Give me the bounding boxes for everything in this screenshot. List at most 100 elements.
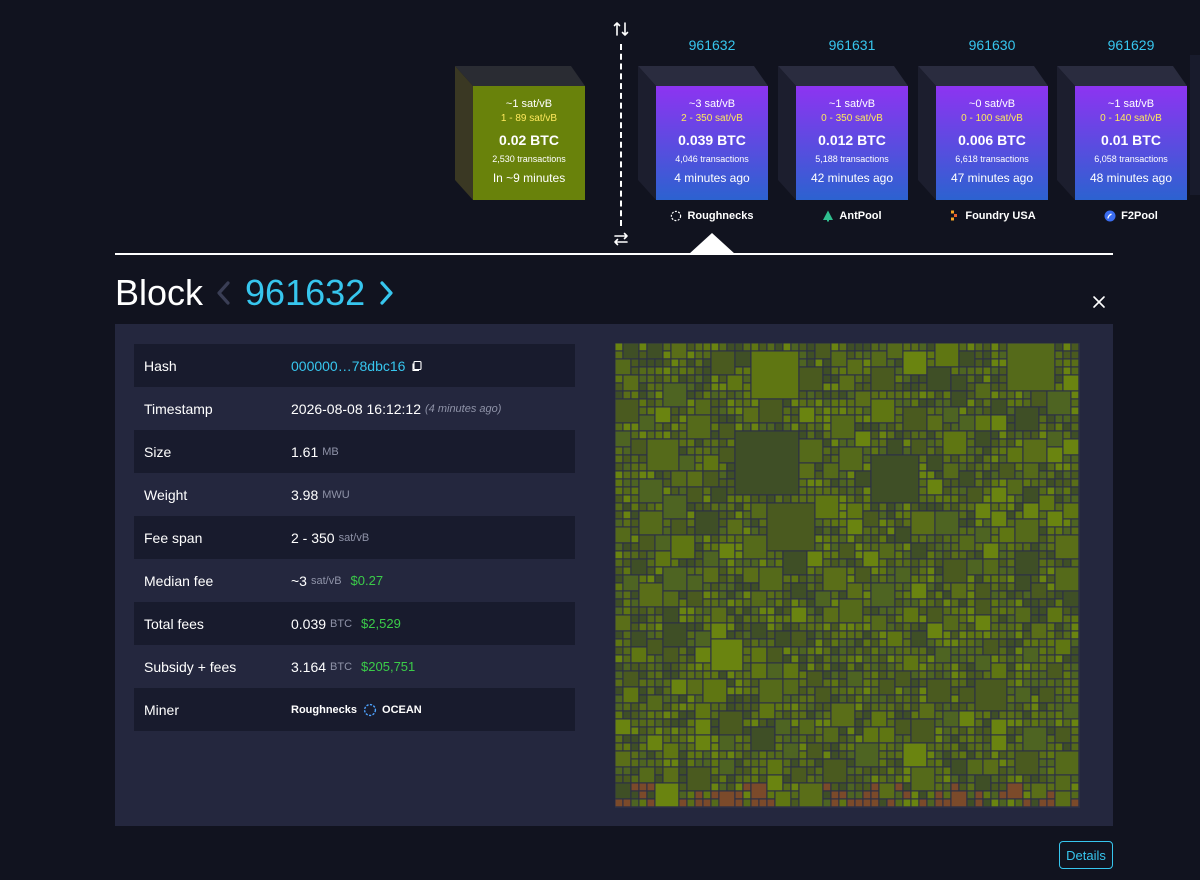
transaction-block[interactable] [663, 711, 671, 719]
transaction-block[interactable] [951, 631, 959, 639]
transaction-block[interactable] [919, 503, 927, 511]
transaction-block[interactable] [895, 711, 903, 719]
transaction-block[interactable] [687, 415, 711, 439]
transaction-block[interactable] [1047, 631, 1055, 639]
transaction-block[interactable] [743, 503, 751, 511]
transaction-block[interactable] [951, 495, 959, 503]
transaction-block[interactable] [831, 655, 839, 663]
transaction-block[interactable] [991, 607, 999, 615]
transaction-block[interactable] [975, 791, 983, 799]
transaction-block[interactable] [871, 567, 879, 575]
transaction-block[interactable] [783, 767, 791, 775]
transaction-block[interactable] [799, 343, 807, 351]
transaction-block[interactable] [959, 631, 967, 639]
transaction-block[interactable] [671, 407, 679, 415]
transaction-block[interactable] [935, 775, 943, 783]
transaction-block[interactable] [871, 607, 879, 615]
transaction-block[interactable] [623, 391, 631, 399]
transaction-block[interactable] [743, 727, 751, 735]
transaction-block[interactable] [695, 695, 703, 703]
transaction-block[interactable] [967, 607, 975, 615]
transaction-block[interactable] [999, 615, 1007, 623]
transaction-block[interactable] [615, 511, 623, 519]
treemap-canvas[interactable] [615, 343, 1080, 808]
transaction-block[interactable] [823, 527, 831, 535]
transaction-block[interactable] [631, 775, 639, 783]
transaction-block[interactable] [831, 351, 847, 367]
transaction-block[interactable] [767, 559, 775, 567]
transaction-block[interactable] [863, 551, 879, 567]
transaction-block[interactable] [799, 495, 807, 503]
transaction-block[interactable] [1071, 647, 1079, 655]
transaction-block[interactable] [951, 735, 959, 743]
transaction-block[interactable] [1015, 439, 1023, 447]
transaction-block[interactable] [687, 591, 703, 607]
transaction-block[interactable] [799, 703, 807, 711]
transaction-block[interactable] [639, 407, 647, 415]
transaction-block[interactable] [719, 471, 727, 479]
transaction-block[interactable] [815, 775, 823, 783]
transaction-block[interactable] [1007, 775, 1015, 783]
transaction-block[interactable] [1047, 759, 1055, 767]
transaction-block[interactable] [839, 367, 847, 375]
transaction-block[interactable] [743, 655, 751, 663]
transaction-block[interactable] [935, 671, 943, 679]
transaction-block[interactable] [895, 543, 903, 551]
transaction-block[interactable] [727, 343, 735, 351]
transaction-block[interactable] [807, 687, 815, 695]
transaction-block[interactable] [703, 751, 711, 759]
transaction-block[interactable] [1047, 575, 1055, 583]
transaction-block[interactable] [807, 591, 815, 599]
transaction-block[interactable] [631, 527, 639, 535]
transaction-block[interactable] [1023, 719, 1031, 727]
transaction-block[interactable] [871, 631, 879, 639]
transaction-block[interactable] [919, 607, 927, 615]
transaction-block[interactable] [711, 503, 719, 511]
transaction-block[interactable] [1015, 743, 1023, 751]
transaction-block[interactable] [719, 599, 727, 607]
transaction-block[interactable] [855, 415, 863, 423]
transaction-block[interactable] [879, 447, 887, 455]
transaction-block[interactable] [839, 543, 855, 559]
transaction-block[interactable] [1015, 631, 1023, 639]
transaction-block[interactable] [879, 759, 887, 767]
transaction-block[interactable] [1047, 639, 1055, 647]
transaction-block[interactable] [671, 471, 687, 487]
transaction-block[interactable] [903, 775, 911, 783]
transaction-block[interactable] [631, 751, 639, 759]
transaction-block[interactable] [767, 423, 775, 431]
transaction-block[interactable] [671, 703, 679, 711]
transaction-block[interactable] [1047, 527, 1055, 535]
transaction-block[interactable] [831, 487, 839, 495]
transaction-block[interactable] [663, 479, 671, 487]
transaction-block[interactable] [991, 391, 999, 399]
transaction-block[interactable] [847, 575, 855, 583]
transaction-block[interactable] [639, 703, 647, 711]
transaction-block[interactable] [679, 423, 687, 431]
transaction-block[interactable] [847, 407, 855, 415]
transaction-block[interactable] [855, 559, 863, 567]
transaction-block[interactable] [647, 671, 655, 679]
transaction-block[interactable] [975, 455, 983, 463]
transaction-block[interactable] [839, 663, 847, 671]
transaction-block[interactable] [623, 495, 631, 503]
transaction-block[interactable] [775, 615, 783, 623]
transaction-block[interactable] [743, 639, 751, 647]
transaction-block[interactable] [1047, 647, 1055, 655]
transaction-block[interactable] [807, 711, 815, 719]
transaction-block[interactable] [871, 431, 879, 439]
transaction-block[interactable] [951, 551, 959, 559]
transaction-block[interactable] [943, 639, 951, 647]
transaction-block[interactable] [639, 663, 647, 671]
transaction-block[interactable] [703, 615, 711, 623]
transaction-block[interactable] [943, 767, 951, 775]
transaction-block[interactable] [831, 551, 839, 559]
transaction-block[interactable] [671, 695, 679, 703]
transaction-block[interactable] [943, 583, 951, 591]
transaction-block[interactable] [1071, 743, 1079, 751]
transaction-block[interactable] [759, 527, 767, 535]
transaction-block[interactable] [975, 615, 991, 631]
transaction-block[interactable] [975, 359, 983, 367]
transaction-block[interactable] [815, 655, 823, 663]
transaction-block[interactable] [999, 711, 1007, 719]
